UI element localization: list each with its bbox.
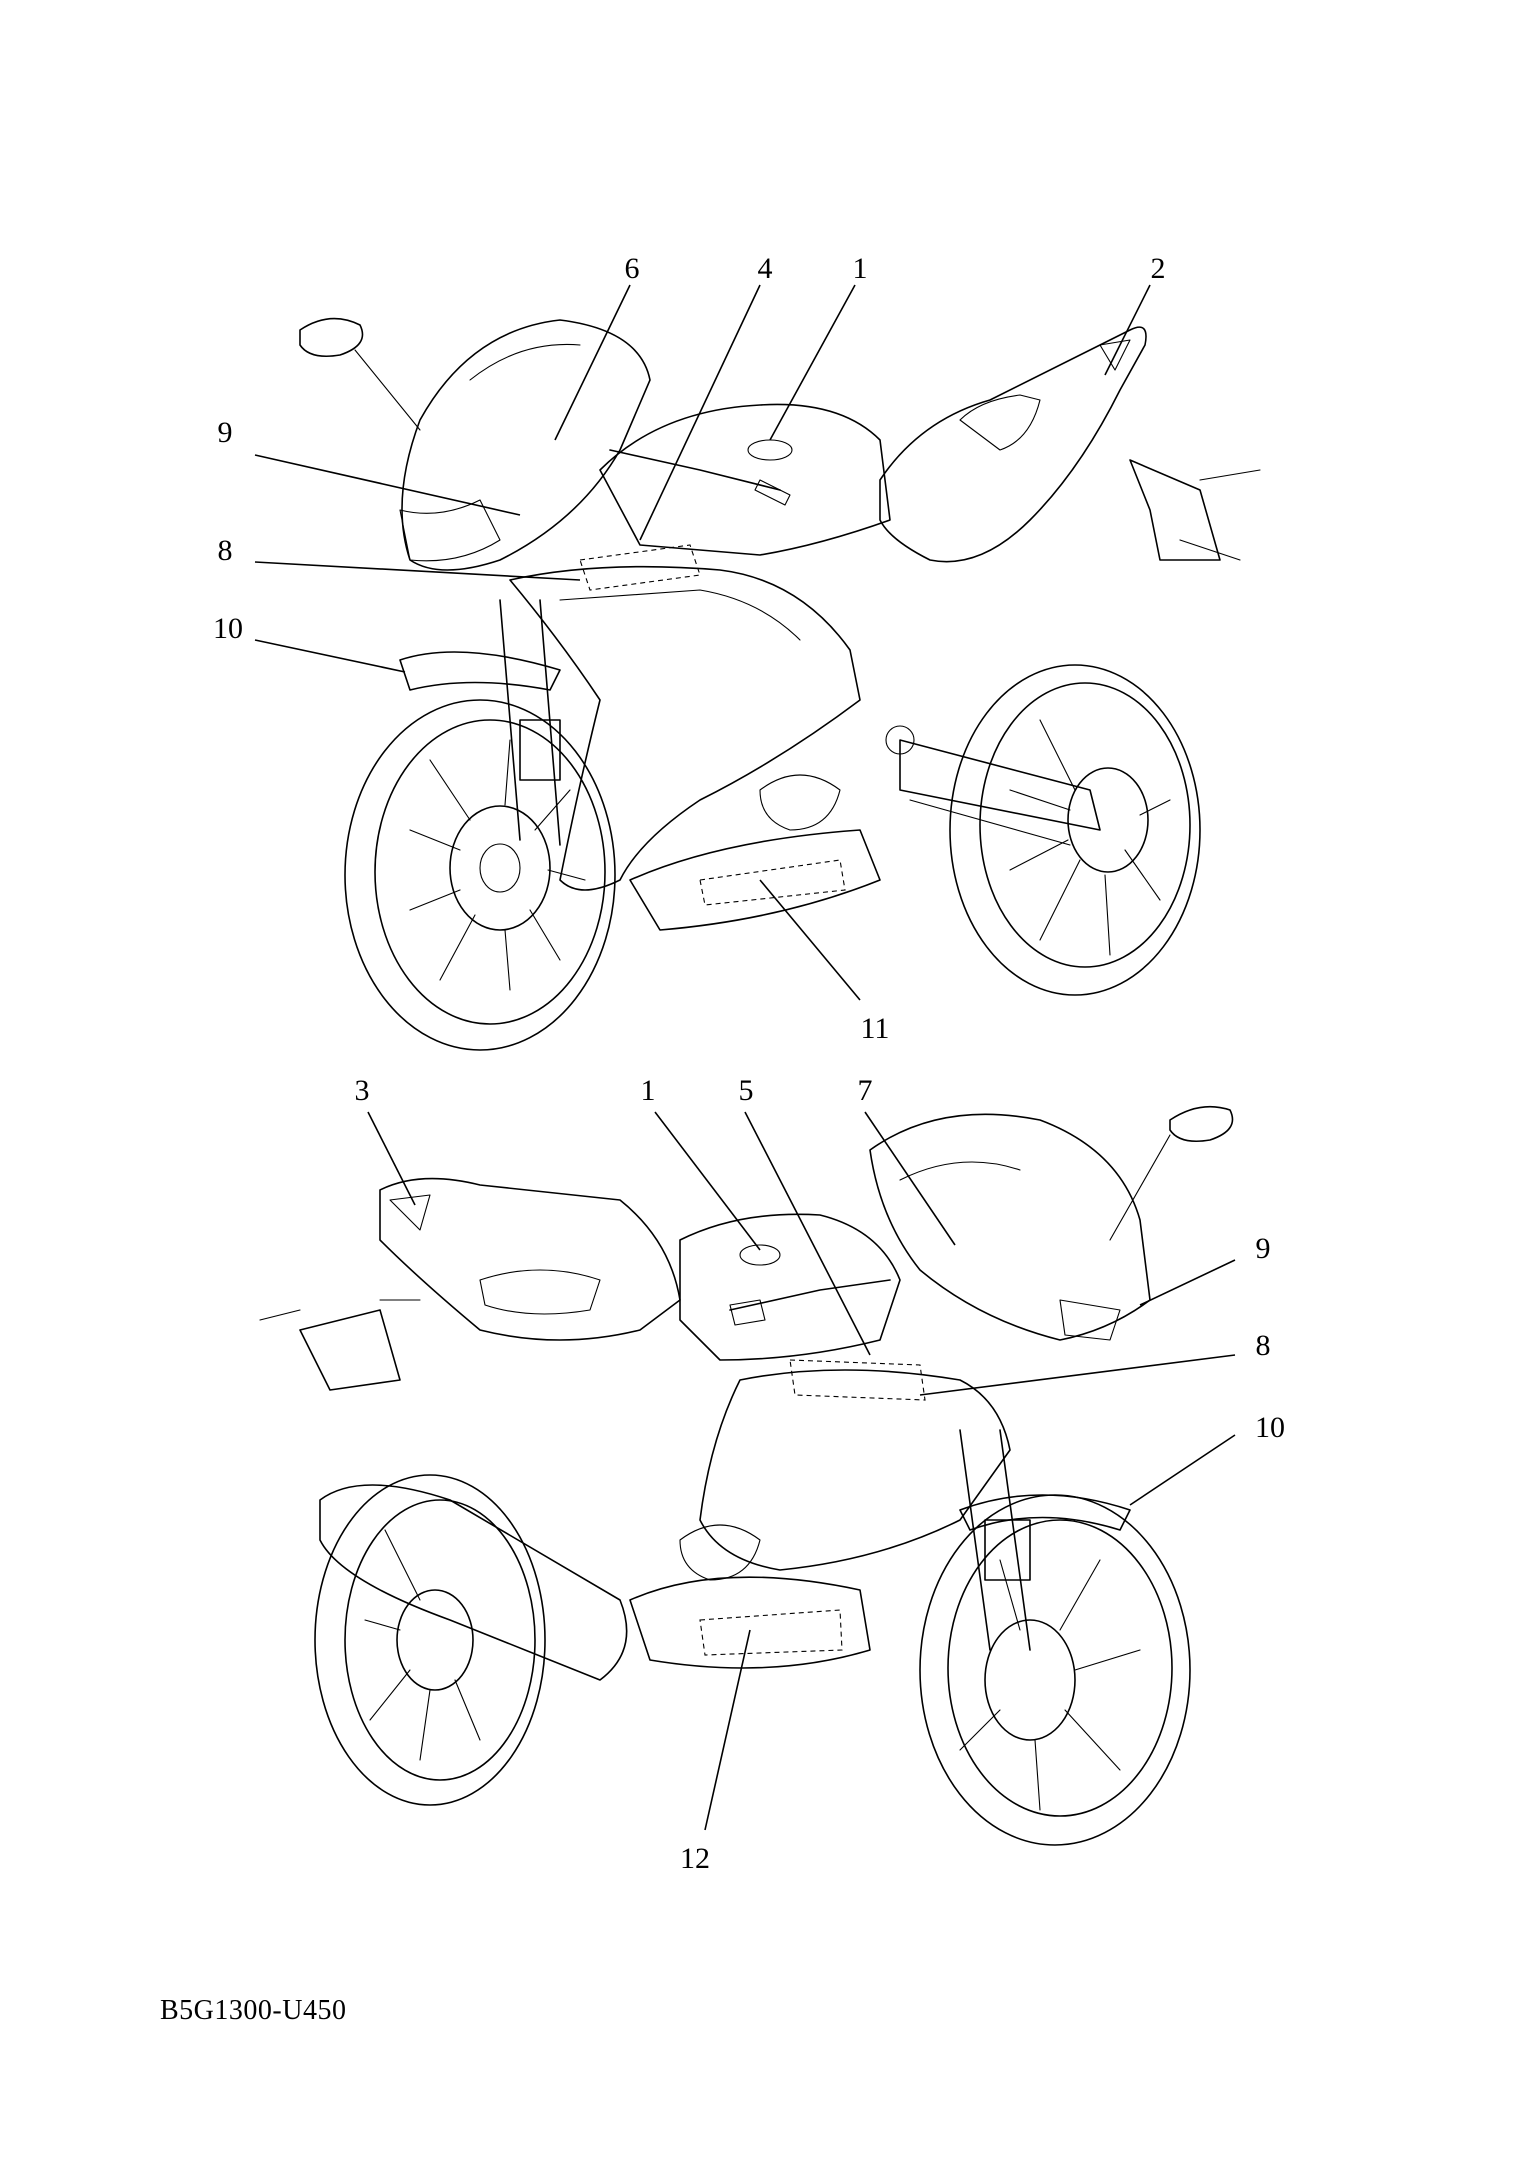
lower-callouts: 3 1 5 7 9 8 10 12: [355, 1074, 1286, 1875]
bodywork: [259, 1105, 1234, 1681]
callout-8: 8: [1256, 1329, 1271, 1362]
lower-leader-lines: [367, 1111, 1236, 1831]
callout-3: 3: [355, 1074, 370, 1107]
lower-motorcycle-view: 3 1 5 7 9 8 10 12: [259, 1074, 1286, 1875]
front-wheel: [919, 1494, 1191, 1846]
callout-10: 10: [1255, 1411, 1285, 1444]
rear-wheel: [949, 664, 1201, 996]
callout-8: 8: [218, 534, 233, 567]
callout-12: 12: [680, 1842, 710, 1875]
upper-leader-lines: [254, 284, 1151, 1001]
bodywork: [299, 317, 1261, 931]
rear-wheel: [314, 1474, 546, 1806]
callout-11: 11: [861, 1012, 890, 1045]
callout-9: 9: [218, 416, 233, 449]
callout-2: 2: [1151, 252, 1166, 285]
callout-6: 6: [625, 252, 640, 285]
callout-7: 7: [858, 1074, 873, 1107]
upper-motorcycle-view: 6 4 1 2 9 8 10 11: [213, 252, 1261, 1051]
callout-5: 5: [739, 1074, 754, 1107]
callout-9: 9: [1256, 1232, 1271, 1265]
callout-4: 4: [758, 252, 773, 285]
upper-callouts: 6 4 1 2 9 8 10 11: [213, 252, 1166, 1045]
document-code: B5G1300-U450: [160, 1995, 347, 2026]
callout-10: 10: [213, 612, 243, 645]
callout-1: 1: [853, 252, 868, 285]
callout-1: 1: [641, 1074, 656, 1107]
front-wheel: [344, 699, 616, 1051]
